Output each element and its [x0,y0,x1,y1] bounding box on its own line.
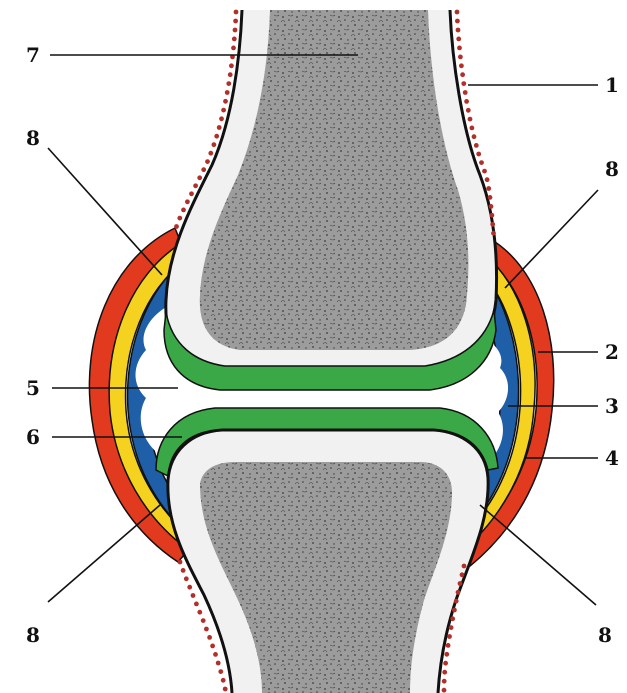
periosteum-dot [178,560,183,565]
periosteum-dot [462,564,467,569]
periosteum-dot [189,191,194,196]
periosteum-dot [456,590,461,595]
periosteum-dot [207,635,212,640]
periosteum-dot [225,90,230,95]
periosteum-dot [233,19,238,24]
periosteum-dot [197,175,202,180]
periosteum-dot [472,134,477,139]
periosteum-dot [442,670,447,675]
periosteum-dot [489,204,494,209]
periosteum-dot [223,687,228,692]
periosteum-dot [455,10,460,15]
periosteum-dot [460,72,465,77]
periosteum-dot [193,183,198,188]
periosteum-dot [233,28,238,33]
periosteum-dot [210,644,215,649]
label-7: 7 [26,43,40,67]
periosteum-dot [221,108,226,113]
periosteum-dot [444,652,449,657]
periosteum-dot [232,37,237,42]
periosteum-dot [456,37,461,42]
label-8-bottom-right: 8 [598,623,612,647]
label-8-top-right: 8 [605,157,619,181]
periosteum-dot [234,10,239,15]
periosteum-dot [221,678,226,683]
periosteum-dot [464,99,469,104]
periosteum-dot [184,576,189,581]
periosteum-dot [204,627,209,632]
periosteum-dot [485,177,490,182]
label-6: 6 [26,425,40,449]
periosteum-dot [223,99,228,104]
leader-line-8-top-right [505,190,598,288]
periosteum-dot [442,679,447,684]
periosteum-dot [488,195,493,200]
label-8-top-left: 8 [26,126,40,150]
periosteum-dot [231,46,236,51]
periosteum-dot [197,610,202,615]
periosteum-dot [181,208,186,213]
periosteum-dot [201,618,206,623]
periosteum-dot [452,608,457,613]
periosteum-dot [450,616,455,621]
periosteum-dot [187,585,192,590]
periosteum-dot [482,169,487,174]
periosteum-dot [491,231,496,236]
periosteum-dot [460,572,465,577]
periosteum-dot [217,125,222,130]
periosteum-dot [454,599,459,604]
periosteum-dot [174,224,179,229]
periosteum-dot [476,152,481,157]
periosteum-dot [219,116,224,121]
periosteum-dot [455,19,460,24]
periosteum-dot [194,602,199,607]
leader-line-8-top-left [48,148,162,275]
periosteum-dot [466,108,471,113]
periosteum-dot [181,568,186,573]
periosteum-dot [461,81,466,86]
periosteum-dot [226,81,231,86]
periosteum-dot [185,199,190,204]
periosteum-dot [458,581,463,586]
periosteum-dot [177,216,182,221]
periosteum-dot [201,167,206,172]
periosteum-dot [457,46,462,51]
periosteum-dot [490,213,495,218]
periosteum-dot [447,634,452,639]
periosteum-dot [218,669,223,674]
periosteum-dot [213,652,218,657]
label-4: 4 [605,446,619,470]
periosteum-dot [216,661,221,666]
periosteum-dot [214,134,219,139]
upper-bone [166,10,497,372]
leader-line-8-bottom-left [48,505,160,602]
periosteum-dot [463,90,468,95]
periosteum-dot [446,643,451,648]
periosteum-dot [486,186,491,191]
periosteum-dot [205,159,210,164]
leader-line-8-bottom-right [480,505,596,605]
periosteum-dot [459,63,464,68]
periosteum-dot [228,72,233,77]
label-5: 5 [26,376,40,400]
label-3: 3 [605,394,619,418]
periosteum-dot [490,222,495,227]
periosteum-dot [479,160,484,165]
periosteum-dot [456,28,461,33]
label-8-bottom-left: 8 [26,623,40,647]
periosteum-dot [443,661,448,666]
periosteum-dot [229,63,234,68]
periosteum-dot [212,142,217,147]
label-1: 1 [605,73,619,97]
label-2: 2 [605,340,619,364]
periosteum-dot [442,688,447,693]
periosteum-dot [458,55,463,60]
periosteum-dot [468,117,473,122]
periosteum-dot [191,593,196,598]
periosteum-dot [208,151,213,156]
periosteum-dot [474,143,479,148]
periosteum-dot [470,126,475,131]
periosteum-dot [449,625,454,630]
